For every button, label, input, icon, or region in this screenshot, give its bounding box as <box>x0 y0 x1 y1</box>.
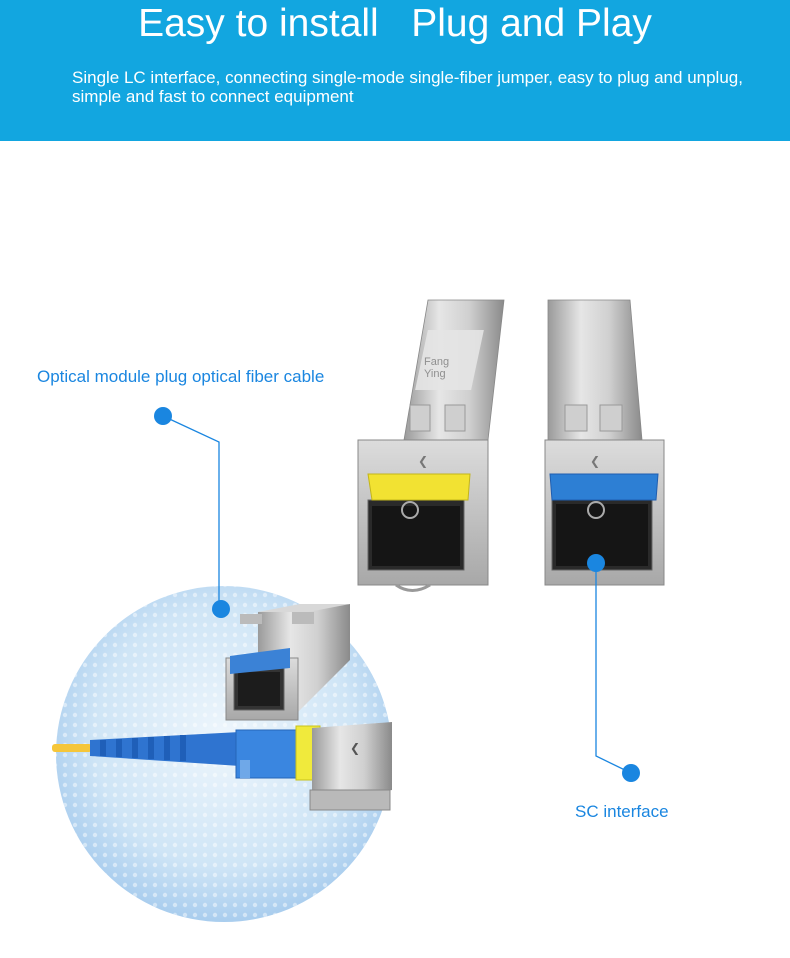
circle-module <box>225 604 350 721</box>
watermark: Fang Ying <box>424 356 449 380</box>
header-banner: Easy to install Plug and Play Single LC … <box>0 0 790 141</box>
banner-title: Easy to install Plug and Play <box>138 2 652 45</box>
banner-description: Single LC interface, connecting single-m… <box>72 68 743 106</box>
callout-optical-line <box>154 407 230 618</box>
watermark-line-1: Fang <box>424 356 450 368</box>
sfp-module-blue: ❮ <box>544 299 665 586</box>
svg-text:❮: ❮ <box>350 741 360 755</box>
callout-sc-line <box>587 554 640 782</box>
callout-optical-label: Optical module plug optical fiber cable <box>37 367 325 386</box>
fiber-cable: ❮ <box>52 722 392 811</box>
callout-sc-label: SC interface <box>575 802 669 821</box>
watermark-line-2: Ying <box>424 368 446 380</box>
svg-text:❮: ❮ <box>418 454 428 468</box>
svg-text:❮: ❮ <box>590 454 600 468</box>
sfp-module-yellow: ❮ <box>357 299 505 592</box>
magnified-view: ❮ <box>52 586 392 922</box>
